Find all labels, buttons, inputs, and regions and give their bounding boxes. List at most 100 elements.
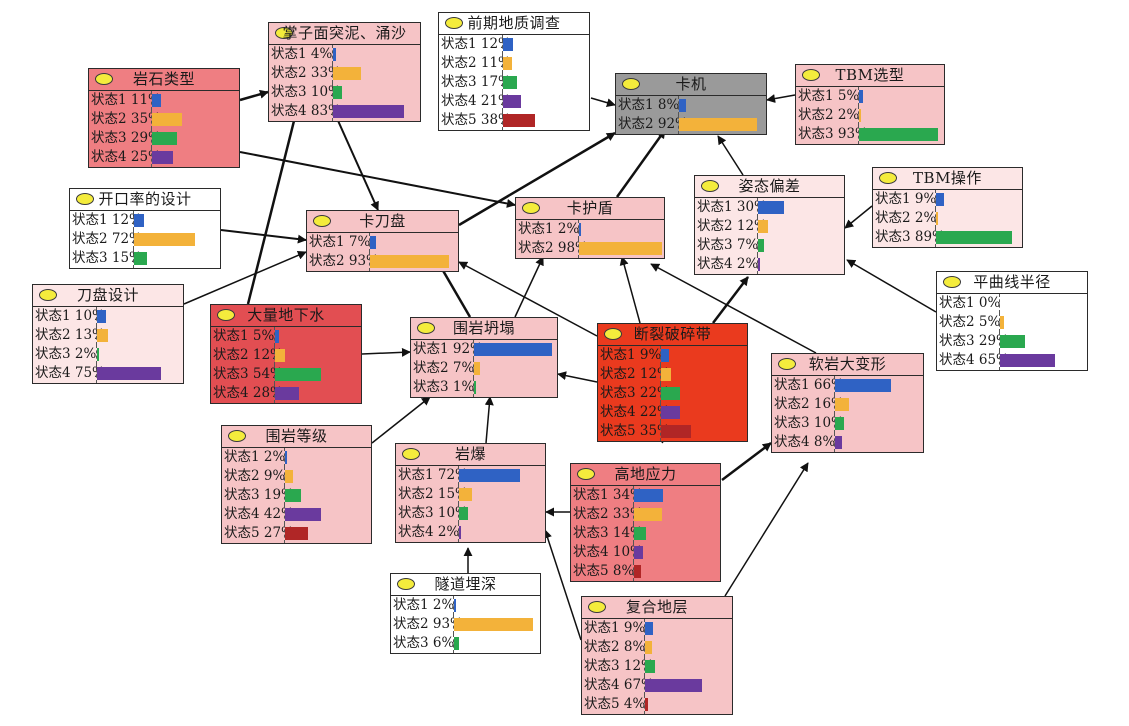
state-label: 状态3 19% xyxy=(224,487,294,503)
state-label: 状态5 27% xyxy=(224,525,294,541)
state-row: 状态2 98% xyxy=(516,239,664,258)
node-zitai-piancha[interactable]: 姿态偏差状态1 30%状态2 12%状态3 7%状态4 2% xyxy=(694,175,845,275)
node-header: 刀盘设计 xyxy=(33,285,183,307)
probability-bar xyxy=(152,113,182,126)
state-row: 状态1 5% xyxy=(211,327,361,346)
row-separator xyxy=(660,384,661,403)
node-daliang-dixiashui[interactable]: 大量地下水状态1 5%状态2 12%状态3 54%状态4 28% xyxy=(210,304,362,404)
row-separator xyxy=(458,466,459,485)
edge-arrow xyxy=(484,396,494,444)
state-label: 状态2 98% xyxy=(518,240,588,256)
state-row: 状态4 75% xyxy=(33,364,183,383)
node-header: 掌子面突泥、涌沙 xyxy=(269,23,420,45)
state-label: 状态2 13% xyxy=(35,327,105,343)
node-suidao-maishen[interactable]: 隧道埋深状态1 2%状态2 93%状态3 6% xyxy=(390,573,541,654)
row-separator xyxy=(133,211,134,230)
node-ellipse-icon xyxy=(445,17,463,29)
state-row: 状态1 92% xyxy=(411,340,557,359)
row-separator xyxy=(757,198,758,217)
row-separator xyxy=(133,249,134,268)
node-weiyan-tanta[interactable]: 围岩坍塌状态1 92%状态2 7%状态3 1% xyxy=(410,317,558,398)
state-label: 状态5 35% xyxy=(600,423,670,439)
edge-arrow xyxy=(721,442,772,481)
node-header: 断裂破碎带 xyxy=(598,324,747,346)
node-header: 姿态偏差 xyxy=(695,176,844,198)
row-separator xyxy=(369,252,370,271)
node-tbm-xuanxing[interactable]: TBM选型状态1 5%状态2 2%状态3 93% xyxy=(795,64,945,145)
node-ellipse-icon xyxy=(228,430,246,442)
node-ellipse-icon xyxy=(275,27,293,39)
state-label: 状态4 42% xyxy=(224,506,294,522)
row-separator xyxy=(274,327,275,346)
probability-bar xyxy=(634,508,663,521)
node-kaikoulv-sheji[interactable]: 开口率的设计状态1 12%状态2 72%状态3 15% xyxy=(69,188,221,269)
node-header: TBM操作 xyxy=(873,168,1022,190)
node-weiyan-dengji[interactable]: 围岩等级状态1 2%状态2 9%状态3 19%状态4 42%状态5 27% xyxy=(221,425,372,544)
node-kadaopan[interactable]: 卡刀盘状态1 7% 状态2 93% xyxy=(306,210,459,272)
probability-bar xyxy=(645,641,652,654)
node-duanlie-posuidai[interactable]: 断裂破碎带状态1 9%状态2 12%状态3 22%状态4 22%状态5 35% xyxy=(597,323,748,442)
node-state-list: 状态1 92%状态2 7%状态3 1% xyxy=(411,340,557,397)
node-tbm-caozuo[interactable]: TBM操作状态1 9%状态2 2%状态3 89% xyxy=(872,167,1023,248)
probability-bar xyxy=(859,128,939,141)
probability-bar xyxy=(474,343,553,356)
state-row: 状态3 12% xyxy=(582,657,732,676)
probability-bar xyxy=(661,406,680,419)
state-row: 状态2 93% xyxy=(307,252,458,271)
node-fuhe-diceng[interactable]: 复合地层状态1 9%状态2 8%状态3 12%状态4 67%状态5 4% xyxy=(581,596,733,715)
state-label: 状态1 2% xyxy=(224,449,286,465)
row-separator xyxy=(96,326,97,345)
state-label: 状态2 9% xyxy=(224,468,286,484)
row-separator xyxy=(502,54,503,73)
state-row: 状态1 8% xyxy=(616,96,766,115)
node-state-list: 状态1 9%状态2 8%状态3 12%状态4 67%状态5 4% xyxy=(582,619,732,714)
node-header: 平曲线半径 xyxy=(937,272,1087,294)
state-row: 状态2 11% xyxy=(439,54,589,73)
row-separator xyxy=(473,378,474,397)
state-row: 状态4 67% xyxy=(582,676,732,695)
node-ellipse-icon xyxy=(802,69,820,81)
node-yanshi-leixing[interactable]: 岩石类型状态1 11%状态2 35%状态3 29%状态4 25% xyxy=(88,68,240,168)
edge-arrow xyxy=(650,263,817,354)
node-pingquxian-banjing[interactable]: 平曲线半径状态1 0%状态2 5%状态3 29%状态4 65% xyxy=(936,271,1088,371)
state-label: 状态1 7% xyxy=(309,234,371,250)
state-label: 状态2 7% xyxy=(413,360,475,376)
state-row: 状态1 9% xyxy=(873,190,1022,209)
edge-arrow xyxy=(458,261,598,337)
edge-arrow xyxy=(371,396,431,444)
node-kaji[interactable]: 卡机状态1 8%状态2 92% xyxy=(615,73,767,135)
state-row: 状态1 10% xyxy=(33,307,183,326)
state-label: 状态4 67% xyxy=(584,677,654,693)
probability-bar xyxy=(459,526,461,539)
probability-bar xyxy=(275,368,321,381)
probability-bar xyxy=(758,239,764,252)
node-header: 大量地下水 xyxy=(211,305,361,327)
node-ellipse-icon xyxy=(604,328,622,340)
probability-bar xyxy=(370,255,450,268)
node-zhangzimian[interactable]: 掌子面突泥、涌沙状态1 4%状态2 33%状态3 10%状态4 83% xyxy=(268,22,421,122)
node-daopan-sheji[interactable]: 刀盘设计状态1 10%状态2 13%状态3 2%状态4 75% xyxy=(32,284,184,384)
row-separator xyxy=(151,148,152,167)
probability-bar xyxy=(333,105,404,118)
state-row: 状态2 16% xyxy=(772,395,923,414)
state-row: 状态4 2% xyxy=(396,523,545,542)
edge-arrow xyxy=(846,259,937,313)
node-ellipse-icon xyxy=(217,309,235,321)
state-row: 状态4 8% xyxy=(772,433,923,452)
state-row: 状态2 12% xyxy=(211,346,361,365)
state-row: 状态2 12% xyxy=(598,365,747,384)
node-yanbao[interactable]: 岩爆状态1 72%状态2 15%状态3 10%状态4 2% xyxy=(395,443,546,543)
node-gaodi-yingli[interactable]: 高地应力状态1 34%状态2 33%状态3 14%状态4 10%状态5 8% xyxy=(570,463,721,582)
state-label: 状态2 12% xyxy=(697,218,767,234)
node-header: 复合地层 xyxy=(582,597,732,619)
state-label: 状态2 12% xyxy=(213,347,283,363)
node-ruanyan-dabianxing[interactable]: 软岩大变形状态1 66%状态2 16%状态3 10%状态4 8% xyxy=(771,353,924,453)
probability-bar xyxy=(859,90,864,103)
node-state-list: 状态1 10%状态2 13%状态3 2%状态4 75% xyxy=(33,307,183,383)
node-title: 卡刀盘 xyxy=(359,212,406,230)
node-qianqi-dizhi-diaocha[interactable]: 前期地质调查状态1 12%状态2 11%状态3 17%状态4 21%状态5 38… xyxy=(438,12,590,131)
probability-bar xyxy=(333,48,337,61)
state-row: 状态3 10% xyxy=(269,83,420,102)
node-kahudun[interactable]: 卡护盾状态1 2%状态2 98% xyxy=(515,197,665,259)
probability-bar xyxy=(503,76,518,89)
